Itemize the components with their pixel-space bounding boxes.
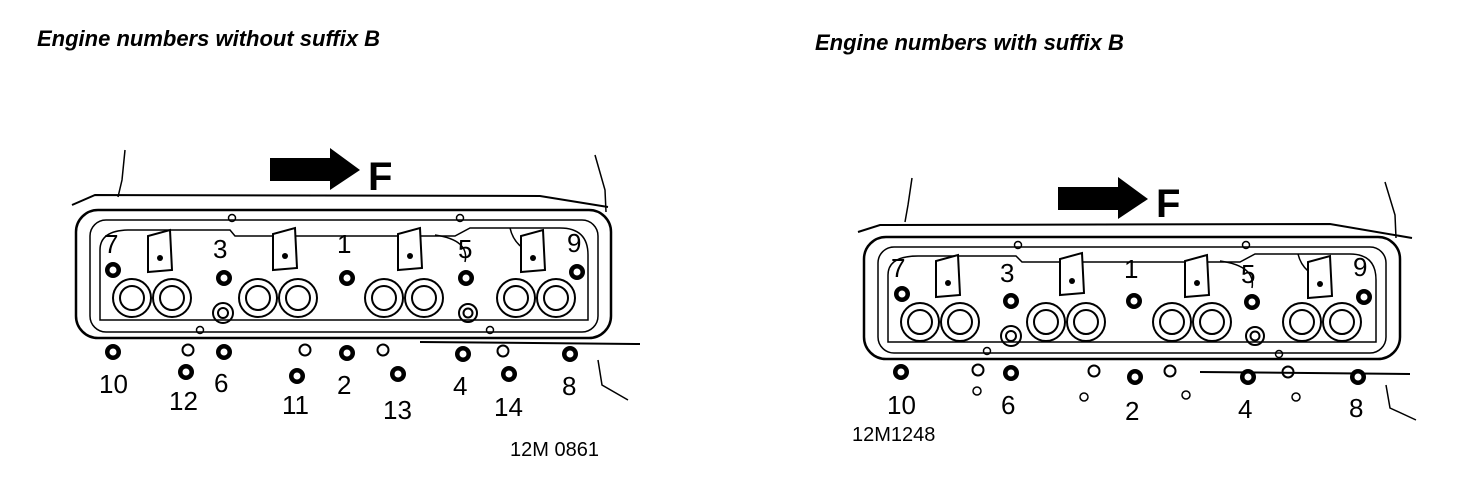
head-base-line	[1199, 371, 1411, 375]
front-arrow-icon	[270, 148, 360, 190]
bolt-label: 12	[169, 386, 198, 416]
block-edge-right	[1384, 181, 1397, 239]
rocker-cover-inner	[89, 219, 599, 333]
bolt-label: 2	[1125, 396, 1139, 426]
bolt-label: 3	[1000, 258, 1014, 288]
figure-reference-left: 12M 0861	[510, 439, 599, 461]
block-edge-left	[117, 149, 126, 198]
bolt-label: 11	[282, 390, 309, 420]
block-edge-lower-right	[597, 359, 629, 401]
left-cylinder-head: F 7 3 1 5 9 10 12 6 11 2 13 4 14 8 12M 0…	[71, 148, 641, 461]
bolt-label: 7	[891, 253, 905, 283]
head-top-line	[71, 193, 609, 208]
bolt-label: 10	[887, 390, 916, 420]
bolt-label: 13	[383, 395, 412, 425]
bolt-label: 9	[1353, 252, 1367, 282]
head-top-line	[857, 222, 1413, 239]
figure-reference-right: 12M1248	[852, 424, 935, 446]
bolt-label: 2	[337, 370, 351, 400]
bolt-label: 5	[1241, 259, 1255, 289]
bolt-label: 8	[562, 371, 576, 401]
rocker-cover-outer	[74, 208, 613, 340]
block-edge-left	[904, 177, 913, 223]
bolt-label: 6	[214, 368, 228, 398]
bolt-label: 4	[1238, 394, 1252, 424]
head-base-line	[419, 341, 641, 345]
heading-without-suffix-b: Engine numbers without suffix B	[37, 26, 381, 51]
bolt-label: 1	[337, 229, 351, 259]
bolt-label: 8	[1349, 393, 1363, 423]
front-label-left: F	[368, 155, 392, 199]
bolt-label: 10	[99, 369, 128, 399]
heading-with-suffix-b: Engine numbers with suffix B	[815, 30, 1124, 55]
rocker-curve	[434, 234, 467, 263]
bolt-label: 1	[1124, 254, 1138, 284]
bolt-label: 7	[104, 229, 118, 259]
bolt-label: 9	[567, 228, 581, 258]
bolt-label: 3	[213, 234, 227, 264]
rocker-shaft-outline	[887, 253, 1377, 343]
rocker-cover-outer	[862, 235, 1402, 361]
rocker-shaft-outline	[99, 227, 589, 321]
block-edge-right	[594, 154, 607, 213]
bolt-label: 5	[458, 234, 472, 264]
right-cylinder-head: F 7 3 1 5 9 10 6 2 4 8 12M1248	[852, 177, 1417, 446]
block-edge-lower-right	[1385, 384, 1417, 421]
bolt-label: 4	[453, 371, 467, 401]
front-label-right: F	[1156, 182, 1180, 226]
bolt-label: 6	[1001, 390, 1015, 420]
bolt-label: 14	[494, 392, 523, 422]
rocker-curve	[1219, 260, 1254, 289]
rocker-cover-inner	[877, 246, 1387, 354]
front-arrow-icon	[1058, 177, 1148, 219]
